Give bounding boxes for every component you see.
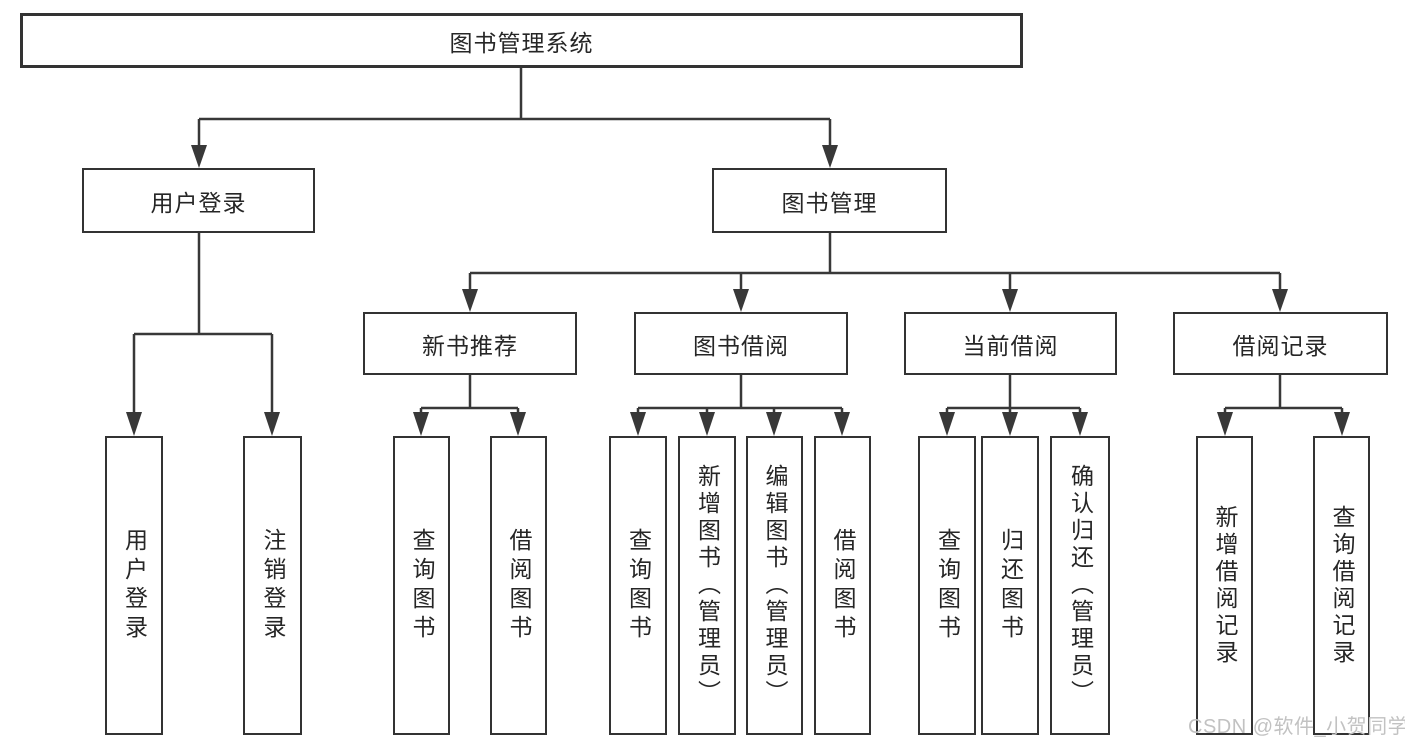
leaf-logout: 注销登录 [243,436,302,735]
leaf-user-login: 用户登录 [105,436,163,735]
node-label: 新增图书（管理员） [694,464,721,707]
node-label: 图书借阅 [693,332,789,359]
node-label: 确认归还（管理员） [1067,464,1094,707]
leaf-edit-book-admin: 编辑图书（管理员） [746,436,803,735]
node-borrow-records: 借阅记录 [1173,312,1388,375]
leaf-add-book-admin: 新增图书（管理员） [678,436,736,735]
node-label: 查询图书 [625,527,652,644]
node-new-book-recommend: 新书推荐 [363,312,577,375]
csdn-watermark: CSDN @软件_小贺同学 [1188,716,1405,738]
leaf-return-book: 归还图书 [981,436,1039,735]
node-label: 用户登录 [121,527,148,644]
node-label: 归还图书 [997,527,1024,644]
node-label: 注销登录 [260,527,286,644]
node-label: 查询图书 [409,527,435,644]
node-label: 借阅图书 [506,527,532,644]
node-label: 图书管理系统 [449,29,594,56]
leaf-query-borrow-record: 查询借阅记录 [1313,436,1370,735]
leaf-query-books-current: 查询图书 [918,436,976,735]
node-label: 查询图书 [934,527,961,644]
leaf-confirm-return-admin: 确认归还（管理员） [1050,436,1110,735]
leaf-borrow-books: 借阅图书 [814,436,871,735]
leaf-query-books-recommend: 查询图书 [393,436,450,735]
node-label: 当前借阅 [962,332,1059,359]
node-label: 新增借阅记录 [1212,504,1238,667]
node-library-system: 图书管理系统 [20,13,1023,68]
node-label: 图书管理 [781,189,878,216]
node-user-login: 用户登录 [82,168,315,233]
node-label: 借阅记录 [1232,332,1329,359]
node-book-management: 图书管理 [712,168,947,233]
node-label: 用户登录 [150,189,247,216]
leaf-query-books-borrow: 查询图书 [609,436,667,735]
node-label: 借阅图书 [830,527,856,644]
node-book-borrow: 图书借阅 [634,312,848,375]
node-label: 查询借阅记录 [1329,504,1355,667]
leaf-add-borrow-record: 新增借阅记录 [1196,436,1253,735]
leaf-borrow-books-recommend: 借阅图书 [490,436,547,735]
node-label: 编辑图书（管理员） [762,464,788,707]
node-label: 新书推荐 [422,332,518,359]
node-current-borrow: 当前借阅 [904,312,1117,375]
